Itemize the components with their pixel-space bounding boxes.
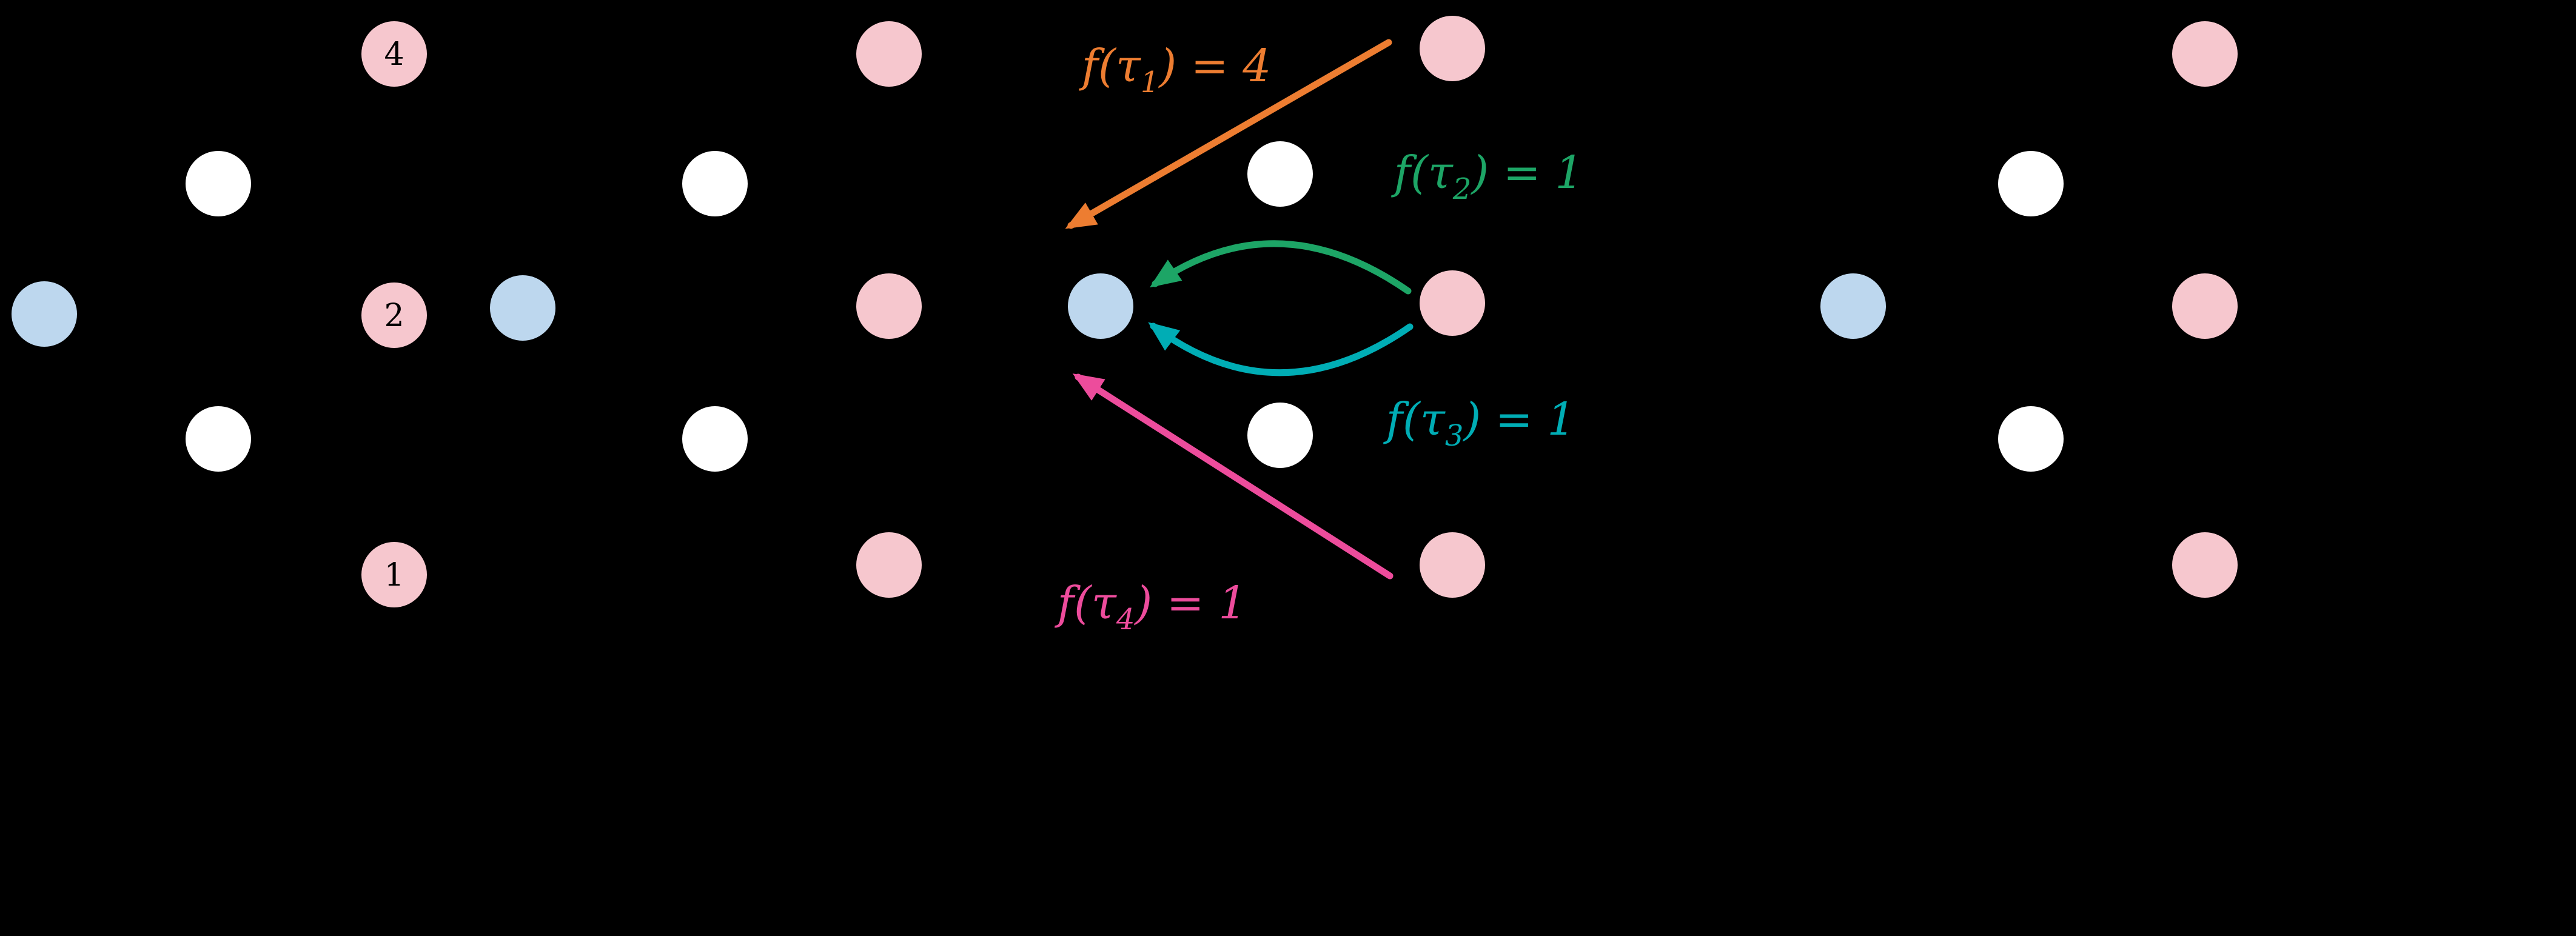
graph-4 [1820,21,2238,598]
graph2-white-top-node [682,151,748,216]
tau1-label: f(τ1) = 4 [1079,40,1272,99]
graph4-pink-bottom-node [2172,532,2238,598]
graph3-blue-node [1068,273,1133,339]
graph4-pink-top-node [2172,21,2238,87]
tau4-label: f(τ4) = 1 [1055,577,1247,637]
graph2-blue-node [490,275,555,341]
graph-3 [1068,16,1485,598]
graph3-white-top-node [1247,141,1313,207]
graph4-blue-node [1820,273,1886,339]
tau3-arrow [1148,322,1414,376]
tau2-label: f(τ2) = 1 [1391,147,1584,206]
graph2-pink-middle-node [856,273,922,339]
graph1-pink-bottom-node-label: 1 [384,557,404,593]
graph1-pink-top-node-label: 4 [384,36,404,73]
graph3-pink-bottom-node [1420,532,1485,598]
graph3-pink-top-node [1420,16,1485,81]
graph1-blue-node [12,281,77,347]
graph-1: 4 2 1 [12,21,427,607]
tau3-label: f(τ3) = 1 [1383,393,1576,453]
graph4-white-top-node [1998,151,2064,216]
graph4-pink-middle-node [2172,273,2238,339]
graph3-white-bottom-node [1247,403,1313,468]
tau2-arrow [1149,240,1412,295]
graph3-pink-middle-node [1420,270,1485,336]
graph2-pink-top-node [856,21,922,87]
tau4-arrow [1072,373,1394,580]
graph1-white-top-node [186,151,251,216]
tau1-arrow [1065,39,1392,229]
graph1-pink-middle-node-label: 2 [384,298,404,334]
graph1-pink-bottom-node [361,542,427,607]
graph2-white-bottom-node [682,406,748,472]
graph1-pink-top-node [361,21,427,87]
graph1-pink-middle-node [361,282,427,348]
graph4-white-bottom-node [1998,406,2064,472]
graph-2 [490,21,922,598]
graph2-pink-bottom-node [856,532,922,598]
graph1-white-bottom-node [186,406,251,472]
